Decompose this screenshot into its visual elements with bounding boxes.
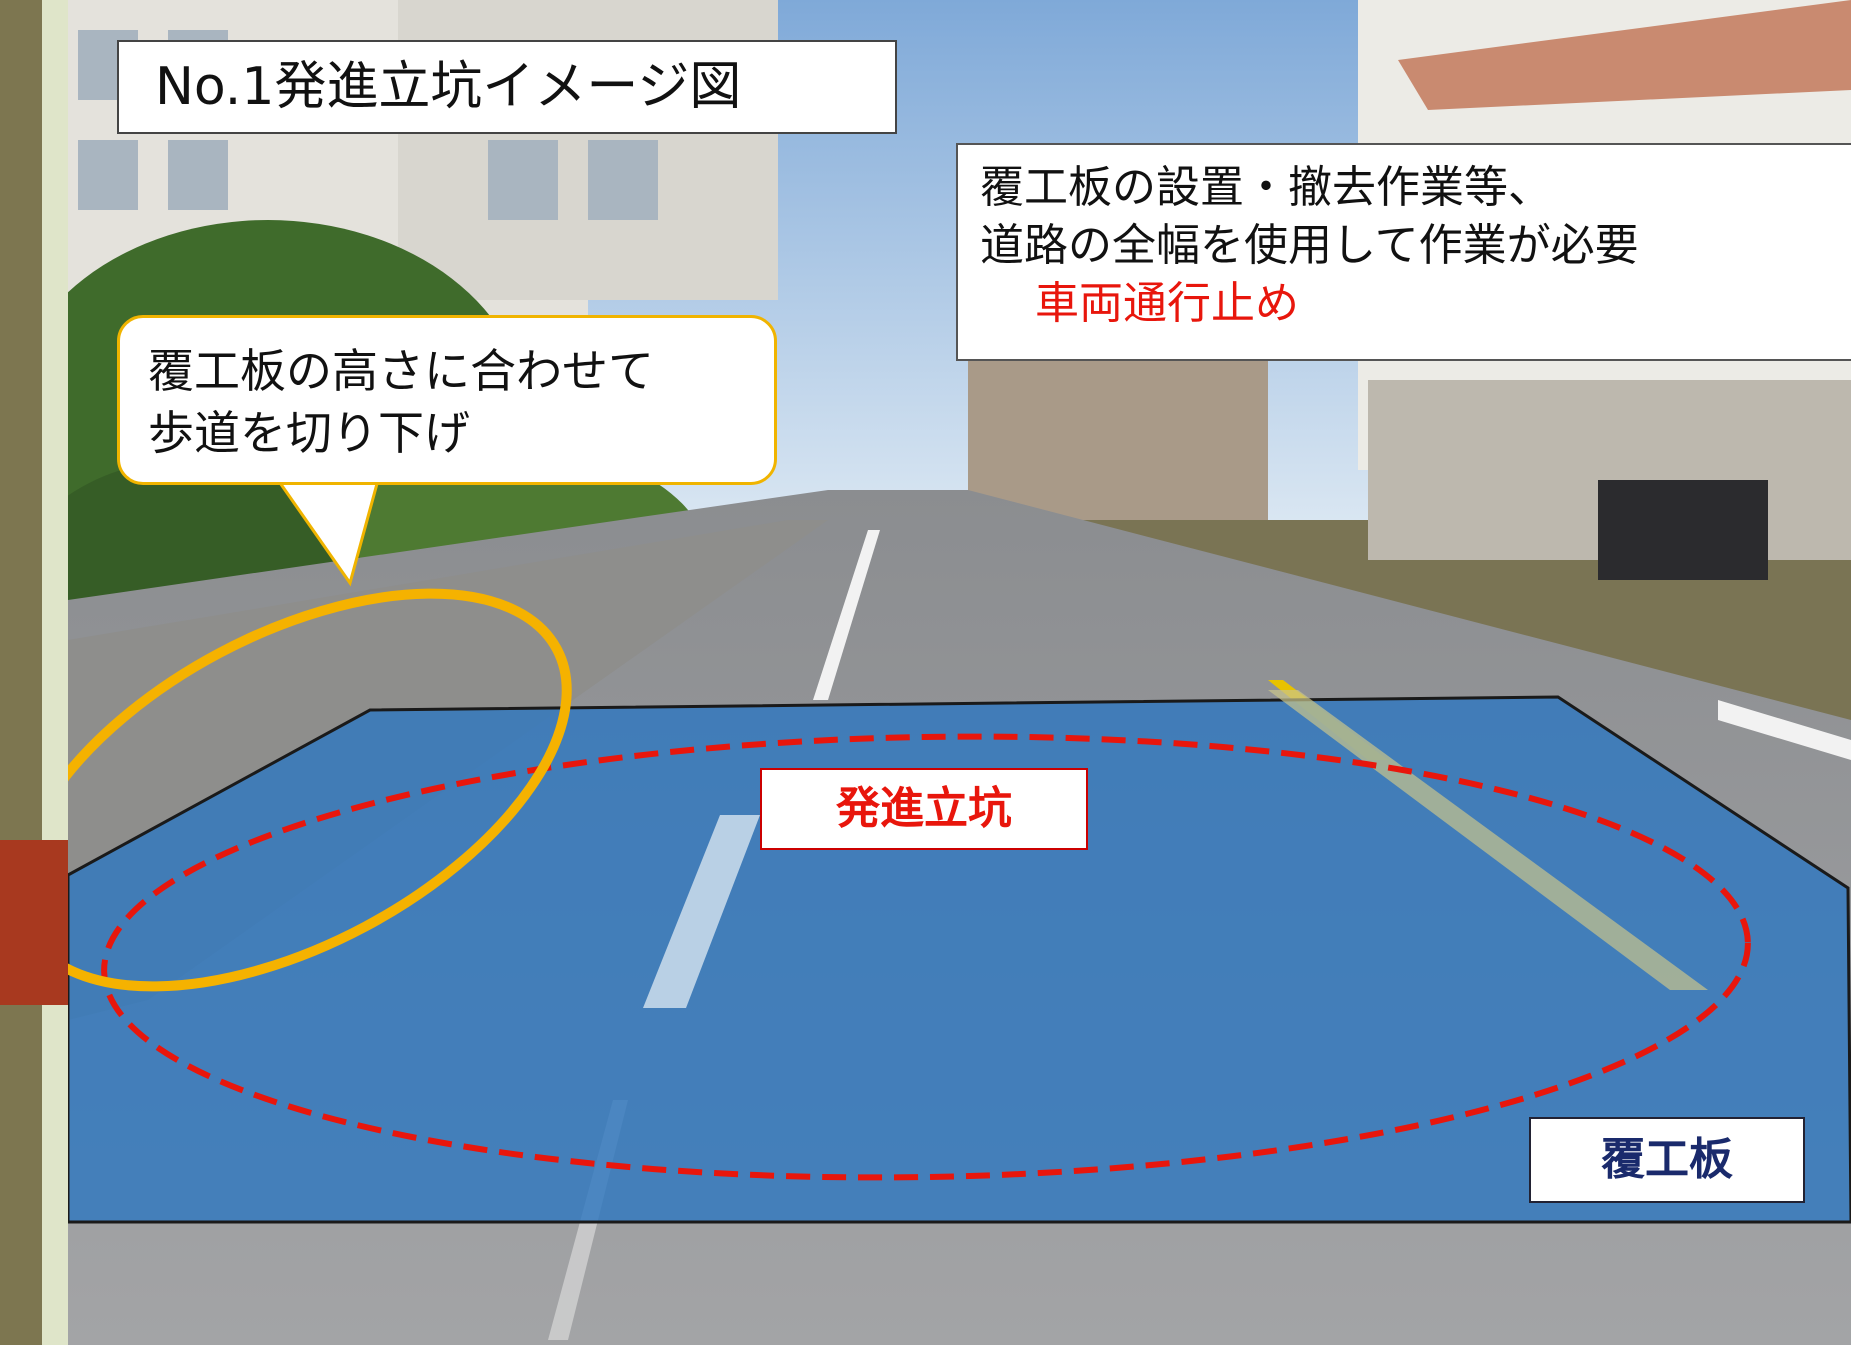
info-highlight: 車両通行止め (1035, 278, 1299, 329)
shaft-area-dashed-outline (101, 733, 1751, 1181)
info-box: 覆工板の設置・撤去作業等、 道路の全幅を使用して作業が必要 車両通行止め (956, 143, 1851, 361)
left-decor-stripe (42, 0, 68, 1345)
left-decor-bar (0, 0, 42, 1345)
left-decor-marker (0, 840, 68, 1005)
title-box: No.1発進立坑イメージ図 (117, 40, 897, 134)
callout-line-2: 歩道を切り下げ (148, 406, 470, 460)
info-line-1: 覆工板の設置・撤去作業等、 (980, 162, 1552, 213)
callout-line-1: 覆工板の高さに合わせて (148, 344, 654, 398)
sidewalk-callout-ellipse (68, 588, 572, 992)
cover-plate-overlay (68, 695, 1851, 1224)
sidewalk-callout: 覆工板の高さに合わせて 歩道を切り下げ (117, 315, 777, 485)
info-line-2: 道路の全幅を使用して作業が必要 (980, 220, 1639, 271)
page-title: No.1発進立坑イメージ図 (155, 57, 742, 117)
cover-plate-label: 覆工板 (1529, 1117, 1805, 1203)
shaft-label: 発進立坑 (760, 768, 1088, 850)
